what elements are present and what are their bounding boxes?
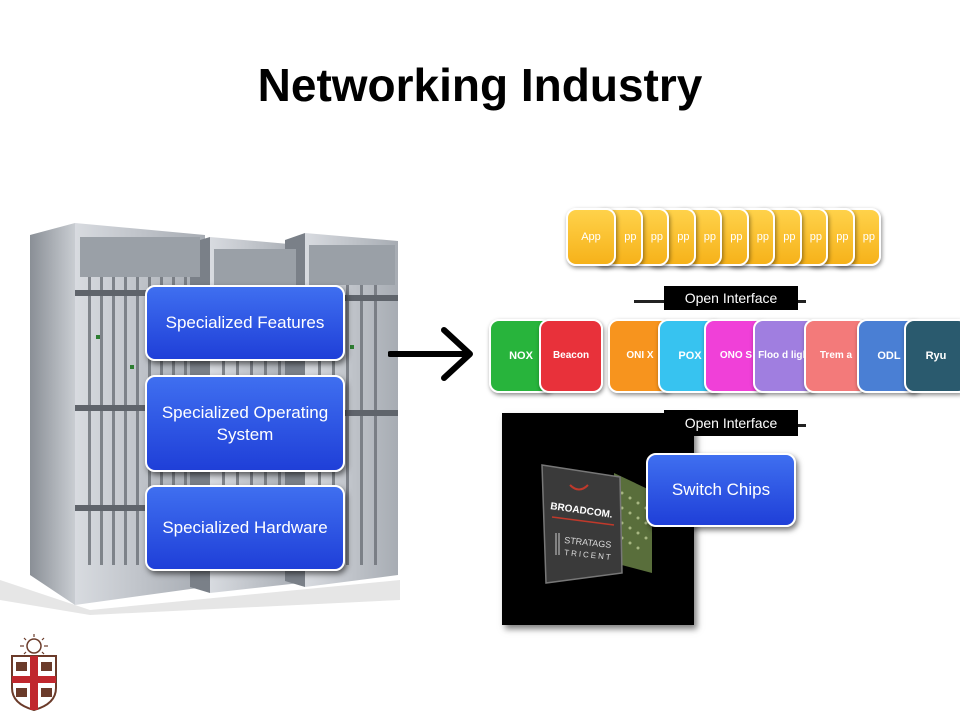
page-title: Networking Industry (257, 59, 703, 111)
app-card-front: App (566, 208, 616, 266)
specialized-features-box: Specialized Features (145, 285, 345, 361)
chip-line1-text: STRATAGS (564, 535, 612, 550)
controller-beacon: Beacon (539, 319, 603, 393)
arrow-right-icon (387, 322, 480, 382)
switch-chip-image: BROADCOM. STRATAGS TRICENT (502, 413, 694, 625)
specialized-operating-system-box: Specialized Operating System (145, 375, 345, 472)
open-interface-top-label: Open Interface (664, 286, 798, 310)
switch-chips-box: Switch Chips (646, 453, 796, 527)
university-shield-logo (8, 632, 60, 712)
controller-ryu: Ryu (904, 319, 960, 393)
open-interface-bottom-label: Open Interface (664, 410, 798, 436)
specialized-hardware-box: Specialized Hardware (145, 485, 345, 571)
